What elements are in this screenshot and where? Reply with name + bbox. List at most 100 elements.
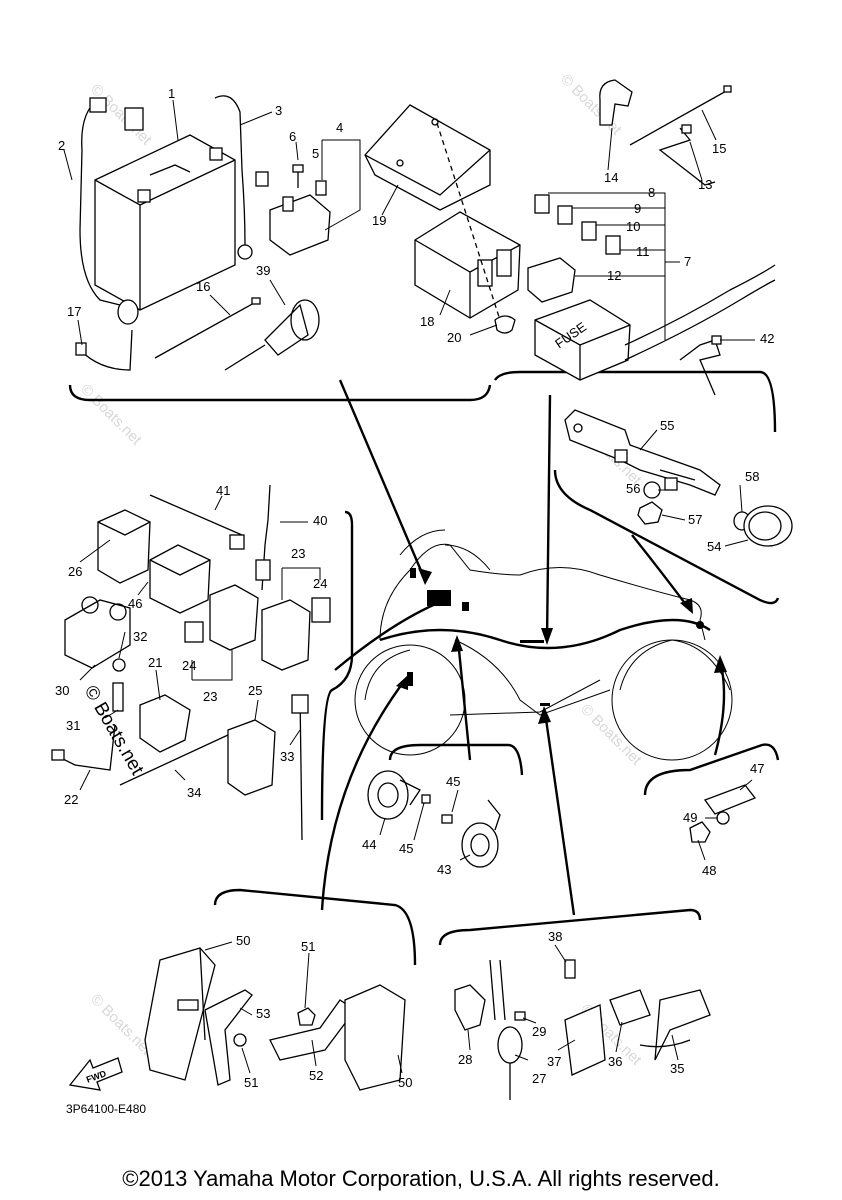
fwd-arrow-icon — [68, 1057, 123, 1091]
washer-32 — [112, 658, 126, 672]
callout-14: 14 — [604, 170, 618, 185]
battery-terminal — [209, 147, 223, 161]
switch-group — [454, 959, 711, 1100]
bracket-group — [564, 409, 793, 547]
bolt — [614, 449, 628, 463]
callout-51a: 51 — [301, 939, 315, 954]
fuse-9 — [557, 205, 573, 225]
callout-55: 55 — [660, 418, 674, 433]
bolt-45b — [441, 814, 453, 824]
relay-21 — [139, 694, 191, 753]
cover-37 — [564, 1004, 606, 1076]
callout-6: 6 — [289, 129, 296, 144]
callout-13: 13 — [698, 177, 712, 192]
nut-57 — [637, 501, 663, 525]
callout-17: 17 — [67, 304, 81, 319]
motorcycle-outline — [354, 529, 733, 761]
connector-24a — [184, 621, 204, 643]
starter-relay — [269, 194, 331, 256]
callout-58: 58 — [745, 469, 759, 484]
ecu-cover — [364, 104, 491, 211]
bolt-31 — [112, 682, 124, 712]
washer-56 — [643, 481, 661, 499]
sensor-30 — [64, 599, 131, 669]
callout-42: 42 — [760, 331, 774, 346]
callout-3: 3 — [275, 103, 282, 118]
callout-37: 37 — [547, 1054, 561, 1069]
bolt-45a — [421, 794, 431, 804]
component-marker — [407, 672, 413, 686]
band-34 — [119, 734, 229, 786]
group-dividers — [68, 370, 780, 966]
callout-22: 22 — [64, 792, 78, 807]
cap-54 — [743, 505, 793, 547]
fuse-11 — [605, 235, 621, 255]
switch-35 — [654, 989, 711, 1061]
reflector-50a — [144, 947, 216, 1081]
reflector-47 — [703, 784, 757, 815]
callout-32: 32 — [133, 629, 147, 644]
callout-24a: 24 — [313, 576, 327, 591]
bracket-28 — [454, 984, 486, 1031]
clamp-14 — [599, 79, 633, 126]
battery-group — [75, 95, 331, 371]
callout-29: 29 — [532, 1024, 546, 1039]
component-marker — [462, 602, 469, 611]
callout-47: 47 — [750, 761, 764, 776]
component-marker — [540, 703, 550, 706]
callout-1: 1 — [168, 86, 175, 101]
callout-45b: 45 — [399, 841, 413, 856]
band-42 — [679, 339, 721, 396]
battery — [94, 134, 236, 311]
arrowhead-icon — [451, 635, 463, 652]
relay-23a — [209, 584, 259, 651]
screw-29 — [514, 1011, 526, 1021]
callout-54: 54 — [707, 539, 721, 554]
relay-23b — [261, 599, 311, 671]
battery-cap — [124, 107, 144, 131]
callout-53: 53 — [256, 1006, 270, 1021]
callout-45a: 45 — [446, 774, 460, 789]
callout-23a: 23 — [291, 546, 305, 561]
bolt — [177, 999, 199, 1011]
nut-51b — [233, 1033, 247, 1047]
connector — [255, 171, 269, 187]
stay-53 — [204, 989, 253, 1086]
screw-38 — [564, 959, 576, 979]
callout-19: 19 — [372, 213, 386, 228]
band-41 — [149, 494, 243, 536]
bolt — [292, 164, 304, 173]
nut-48 — [689, 821, 711, 843]
callout-44: 44 — [362, 837, 376, 852]
callout-56: 56 — [626, 481, 640, 496]
clamp-33 — [299, 694, 303, 841]
callout-48: 48 — [702, 863, 716, 878]
component-marker — [696, 621, 704, 629]
battery-lead-positive — [214, 95, 246, 246]
callout-24b: 24 — [182, 658, 196, 673]
watermark: © Boats.net — [87, 991, 155, 1059]
horn-group — [367, 770, 501, 868]
callout-38: 38 — [548, 929, 562, 944]
callout-28: 28 — [458, 1052, 472, 1067]
relay-46 — [149, 544, 211, 614]
horn-43 — [461, 822, 499, 868]
callout-18: 18 — [420, 314, 434, 329]
callout-57: 57 — [688, 512, 702, 527]
callout-16: 16 — [196, 279, 210, 294]
arrowhead-icon — [418, 568, 432, 585]
relay-26 — [97, 509, 151, 584]
callout-20: 20 — [447, 330, 461, 345]
relay-group — [51, 484, 331, 841]
callout-labels: 1 2 3 4 5 6 7 8 9 10 11 12 13 14 15 16 1… — [55, 86, 774, 1090]
reference-code: 3P64100-E480 — [66, 1102, 147, 1116]
switch-27 — [497, 1026, 523, 1064]
callout-15: 15 — [712, 141, 726, 156]
callout-11: 11 — [636, 244, 650, 259]
lead-22 — [54, 724, 116, 771]
callout-8: 8 — [648, 185, 655, 200]
arrowhead-icon — [680, 598, 693, 614]
connector — [89, 97, 107, 113]
copyright-notice: ©2013 Yamaha Motor Corporation, U.S.A. A… — [122, 1166, 720, 1191]
callout-52: 52 — [309, 1068, 323, 1083]
